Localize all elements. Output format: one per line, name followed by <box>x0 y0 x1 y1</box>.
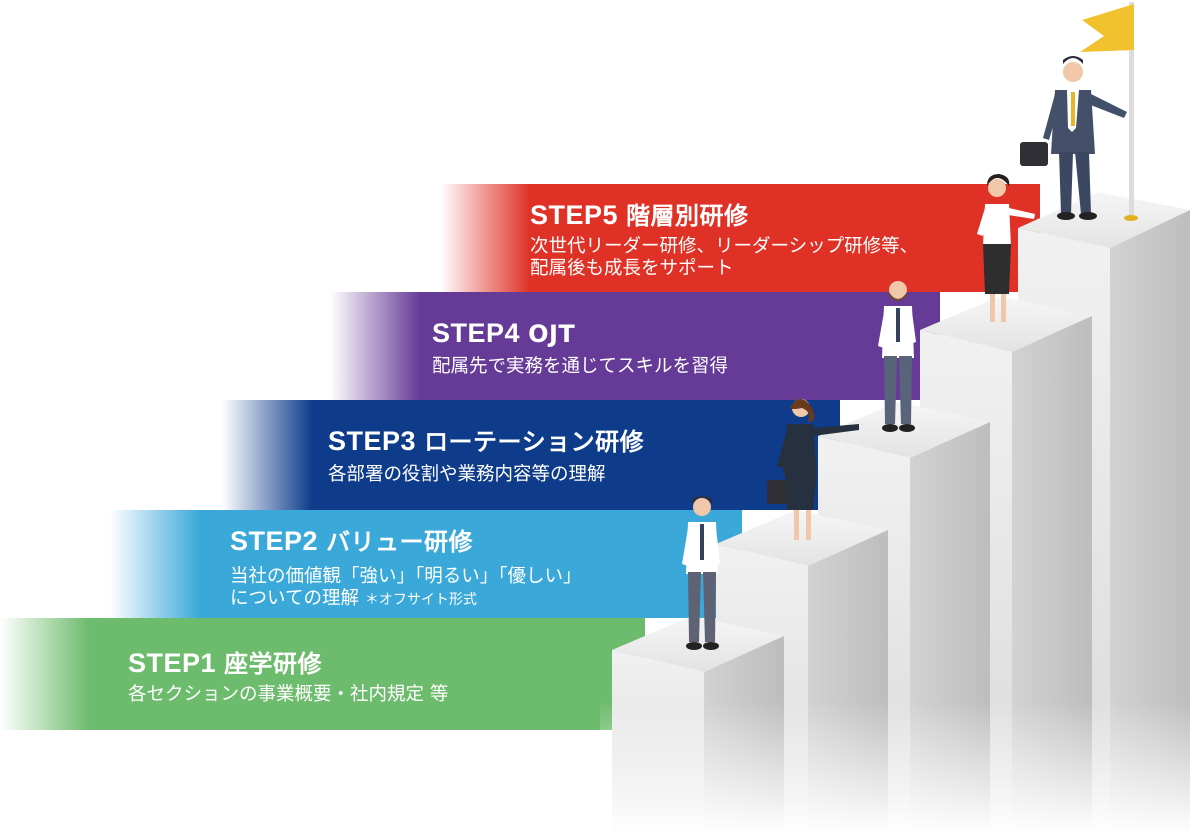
step5-desc-line: 次世代リーダー研修、リーダーシップ研修等、 <box>530 236 919 257</box>
step1-description: 各セクションの事業概要・社内規定 等 <box>128 684 448 706</box>
step5-title: STEP5 階層別研修 <box>530 200 749 231</box>
businessman-with-briefcase-icon <box>1020 56 1127 220</box>
step4-name: OJT <box>528 320 576 348</box>
step3-title: STEP3 ローテーション研修 <box>328 426 644 457</box>
step2-desc-line: についての理解 <box>230 588 359 609</box>
step2-band: STEP2 バリュー研修 当社の価値観「強い」「明るい」「優しい」 についての理… <box>110 510 742 618</box>
step3-desc-line: 各部署の役割や業務内容等の理解 <box>328 464 606 485</box>
step5-label: STEP5 <box>530 200 619 230</box>
businesswoman-pointing-icon <box>977 174 1035 322</box>
step5-name: 階層別研修 <box>626 202 749 230</box>
businesswoman-with-briefcase-icon <box>767 399 859 540</box>
step5-description: 次世代リーダー研修、リーダーシップ研修等、 配属後も成長をサポート <box>530 236 918 280</box>
step4-label: STEP4 <box>432 318 521 348</box>
step4-title: STEP4 OJT <box>432 318 575 349</box>
step3-description: 各部署の役割や業務内容等の理解 <box>328 464 606 486</box>
step2-title: STEP2 バリュー研修 <box>230 526 473 557</box>
step4-description: 配属先で実務を通じてスキルを習得 <box>432 356 728 378</box>
step5-band: STEP5 階層別研修 次世代リーダー研修、リーダーシップ研修等、 配属後も成長… <box>440 184 1040 292</box>
step2-label: STEP2 <box>230 526 319 556</box>
step1-label: STEP1 <box>128 648 217 678</box>
step1-band: STEP1 座学研修 各セクションの事業概要・社内規定 等 <box>0 618 645 730</box>
step3-name: ローテーション研修 <box>424 428 645 456</box>
step1-desc-line: 各セクションの事業概要・社内規定 等 <box>128 684 449 705</box>
step2-description: 当社の価値観「強い」「明るい」「優しい」 についての理解 ＊オフサイト形式 <box>230 566 582 611</box>
flag-icon <box>1080 2 1138 221</box>
step5-desc-line: 配属後も成長をサポート <box>530 258 734 279</box>
step4-band: STEP4 OJT 配属先で実務を通じてスキルを習得 <box>330 292 940 400</box>
step3-label: STEP3 <box>328 426 417 456</box>
young-man-icon <box>682 496 720 650</box>
bearded-man-icon <box>878 281 916 432</box>
step3-band: STEP3 ローテーション研修 各部署の役割や業務内容等の理解 <box>222 400 840 510</box>
step2-note: ＊オフサイト形式 <box>364 592 477 608</box>
step2-name: バリュー研修 <box>326 528 474 556</box>
step4-desc-line: 配属先で実務を通じてスキルを習得 <box>432 356 729 377</box>
step1-name: 座学研修 <box>224 650 323 678</box>
step2-desc-line: 当社の価値観「強い」「明るい」「優しい」 <box>230 566 582 587</box>
step1-title: STEP1 座学研修 <box>128 648 322 679</box>
